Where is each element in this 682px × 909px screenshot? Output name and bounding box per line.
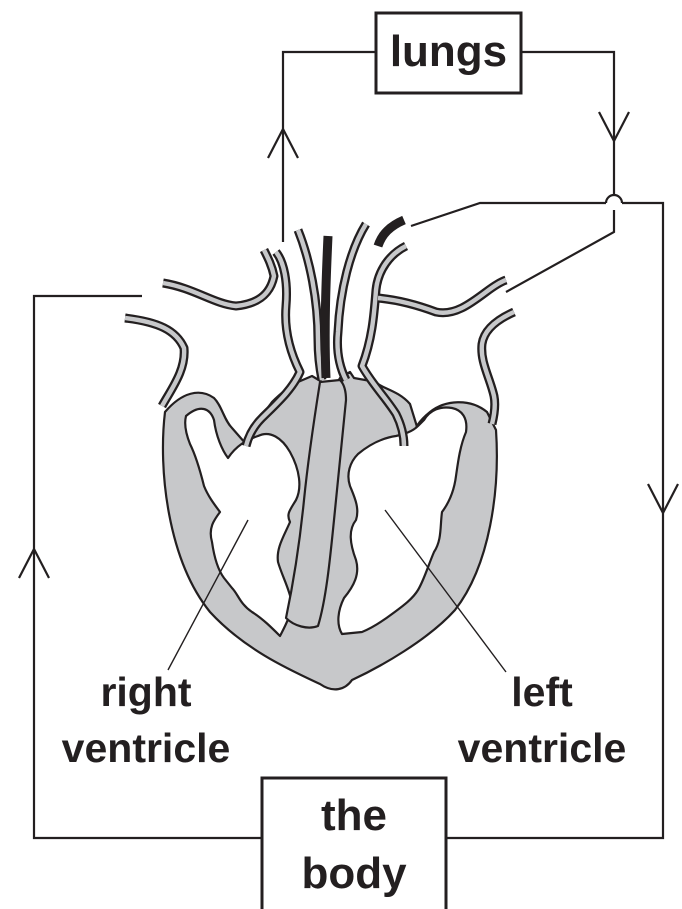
body-label-line2: body [301,849,407,898]
pulmonary-artery-line [283,52,376,242]
left-ventricle-label-line1: left [511,669,573,715]
heart-icon [125,220,514,689]
left-ventricle-label-line2: ventricle [458,725,627,771]
right-ventricle-label-line1: right [100,669,191,715]
lungs-label: lungs [390,27,507,76]
body-label-line1: the [321,791,387,840]
vena-cava-vessel [125,318,184,406]
body-box: the body [262,778,446,909]
right-ventricle-label-line2: ventricle [62,725,231,771]
vein-crossing-bridge [606,195,622,203]
lungs-box: lungs [376,13,521,93]
